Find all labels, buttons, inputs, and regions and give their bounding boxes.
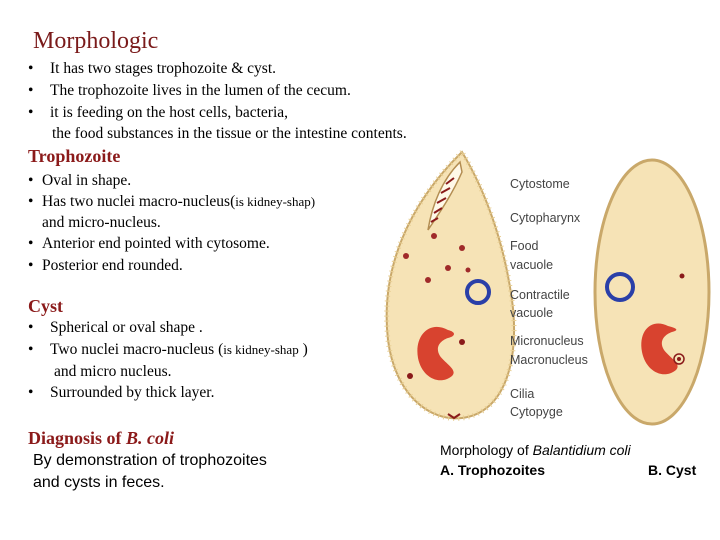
label-vacuole-2: vacuole: [510, 306, 553, 320]
diagnosis-heading: Diagnosis of B. coli: [28, 428, 175, 448]
cyst-heading: Cyst: [28, 296, 63, 316]
label-micronucleus: Micronucleus: [510, 334, 584, 348]
food-vacuole: [431, 233, 437, 239]
trophozoite-heading: Trophozoite: [28, 146, 121, 166]
label-vacuole: vacuole: [510, 258, 553, 272]
label-cytopharynx: Cytopharynx: [510, 211, 581, 225]
cyst-food-vacuole-core: [677, 357, 681, 361]
food-vacuole: [425, 277, 431, 283]
balantidium-figure: Cytostome Cytopharynx Food vacuole Contr…: [384, 150, 711, 426]
cyst-cell: [593, 158, 711, 426]
cyst-food-vacuole: [673, 353, 685, 365]
cyst-bullet-2: •Two nuclei macro-nucleus (is kidney-sha…: [28, 341, 308, 358]
food-vacuole: [465, 267, 471, 273]
food-vacuole: [445, 265, 451, 271]
intro-bullet-3-cont: the food substances in the tissue or the…: [52, 125, 407, 142]
food-vacuole: [403, 253, 409, 259]
cyst-contractile-vacuole: [605, 272, 635, 302]
caption-a: A. Trophozoites: [440, 462, 545, 478]
label-cilia: Cilia: [510, 387, 534, 401]
trophozoite-bullet-2: •Has two nuclei macro-nucleus(is kidney-…: [28, 193, 316, 210]
cytopyge: [447, 413, 461, 420]
caption-b: B. Cyst: [648, 462, 697, 478]
food-vacuole: [459, 245, 465, 251]
trophozoite-bullet-3: •Anterior end pointed with cytosome.: [28, 235, 270, 252]
intro-bullet-2: •The trophozoite lives in the lumen of t…: [28, 82, 351, 99]
intro-bullet-3: •it is feeding on the host cells, bacter…: [28, 104, 289, 121]
label-contractile: Contractile: [510, 288, 570, 302]
label-cytopyge: Cytopyge: [510, 405, 563, 419]
label-cytostome: Cytostome: [510, 177, 570, 191]
intro-bullet-1: •It has two stages trophozoite & cyst.: [28, 60, 276, 77]
cyst-bullet-2-cont: and micro nucleus.: [54, 363, 172, 380]
macronucleus: [417, 326, 454, 381]
trophozoite-bullet-4: •Posterior end rounded.: [28, 257, 183, 274]
trophozoite-bullet-2-cont: and micro-nucleus.: [42, 214, 161, 231]
trophozoite-bullet-1: •Oval in shape.: [28, 172, 132, 189]
label-macronucleus: Macronucleus: [510, 353, 588, 367]
cyst-macronucleus: [641, 323, 678, 375]
cyst-bullet-3: •Surrounded by thick layer.: [28, 384, 215, 401]
food-vacuole: [407, 373, 413, 379]
label-food: Food: [510, 239, 539, 253]
micronucleus: [459, 339, 465, 345]
page-title: Morphologic: [33, 28, 159, 54]
contractile-vacuole: [465, 279, 491, 305]
diagnosis-line-1: By demonstration of trophozoites: [33, 452, 267, 469]
cyst-micronucleus: [679, 273, 685, 279]
cyst-bullet-1: •Spherical or oval shape .: [28, 319, 203, 336]
cytopharynx: [430, 177, 455, 223]
diagnosis-line-2: and cysts in feces.: [33, 474, 165, 491]
figure-caption: Morphology of Balantidium coli: [440, 442, 631, 458]
